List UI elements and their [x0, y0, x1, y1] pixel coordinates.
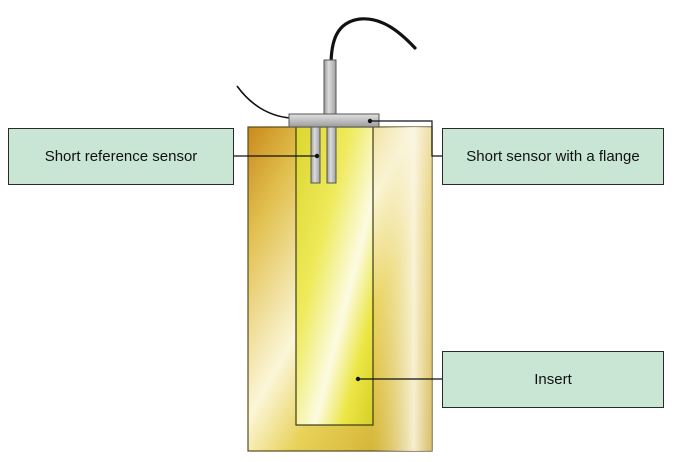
label-short-reference-sensor: Short reference sensor [8, 128, 234, 185]
label-insert-text: Insert [534, 371, 572, 388]
leader-insert-dot [355, 376, 361, 382]
reference-sensor-cable [236, 85, 291, 119]
flange-plate [288, 113, 380, 128]
label-insert: Insert [442, 351, 664, 408]
leader-flange-dot [367, 118, 373, 124]
leader-flange-sensor [370, 120, 442, 157]
flange-sensor-stem [323, 59, 337, 119]
label-short-sensor-with-flange: Short sensor with a flange [442, 128, 664, 185]
label-short-reference-sensor-text: Short reference sensor [44, 148, 198, 165]
leader-reference-dot [314, 153, 320, 159]
flange-sensor-cable [329, 17, 417, 68]
label-short-sensor-with-flange-text: Short sensor with a flange [466, 148, 640, 165]
leader-lines [234, 118, 442, 382]
flange-sensor-rod [326, 126, 337, 184]
